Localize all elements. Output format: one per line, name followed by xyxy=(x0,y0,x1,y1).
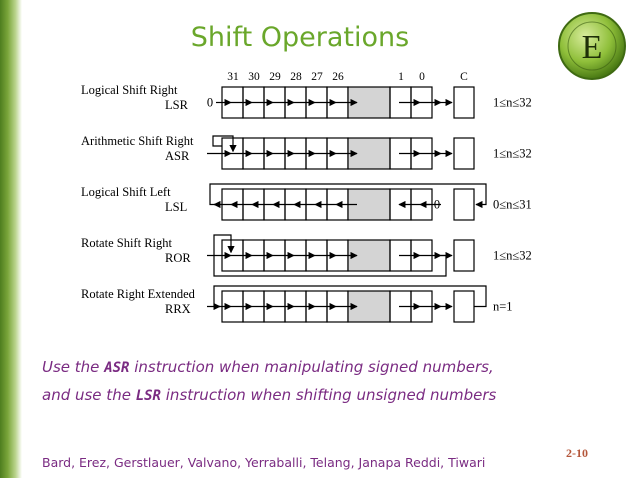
operation-mnemonic: LSR xyxy=(165,98,189,112)
operation-name: Rotate Shift Right xyxy=(81,236,173,250)
rrx-loop xyxy=(213,285,487,311)
operation-name: Logical Shift Left xyxy=(81,185,171,199)
carry-cell xyxy=(453,86,475,119)
bit-header: 30 xyxy=(248,71,260,83)
bit-header: 29 xyxy=(269,71,281,83)
carry-cell xyxy=(453,188,475,221)
shift-range: 1≤n≤32 xyxy=(493,96,532,110)
bit-header: 27 xyxy=(311,71,323,83)
bit-headers: 31 30 29 28 27 26 1 0 C xyxy=(227,71,468,83)
operation-name: Arithmetic Shift Right xyxy=(81,134,194,148)
bit-header: C xyxy=(460,71,468,83)
operation-mnemonic: LSL xyxy=(165,200,187,214)
input-zero: 0 xyxy=(207,96,213,110)
note-asr: Use the ASR instruction when manipulatin… xyxy=(42,358,494,376)
shift-row-rrx xyxy=(207,285,487,323)
shift-range: n=1 xyxy=(493,300,513,314)
operation-mnemonic: ASR xyxy=(165,149,190,163)
carry-cell xyxy=(453,290,475,323)
shift-row-lsr: 0 xyxy=(207,86,475,119)
operation-name: Logical Shift Right xyxy=(81,83,178,97)
shift-range: 0≤n≤31 xyxy=(493,198,532,212)
bit-header: 1 xyxy=(398,71,404,83)
shift-row-asr xyxy=(207,135,475,170)
bit-header: 0 xyxy=(419,71,425,83)
sign-extend-arrow xyxy=(212,135,237,153)
shift-row-lsl: 0 xyxy=(209,183,487,221)
carry-loop xyxy=(209,183,487,209)
input-zero: 0 xyxy=(434,198,440,212)
page-number: 2-10 xyxy=(566,446,588,460)
operation-name: Rotate Right Extended xyxy=(81,287,196,301)
rotate-loop xyxy=(213,234,447,277)
shift-range: 1≤n≤32 xyxy=(493,249,532,263)
logo-letter: E xyxy=(582,29,603,66)
left-accent-bar xyxy=(0,0,22,478)
bit-header: 26 xyxy=(332,71,344,83)
operation-mnemonic: ROR xyxy=(165,251,191,265)
shift-row-ror xyxy=(207,234,475,277)
elided-bits xyxy=(347,290,391,323)
note-lsr: and use the LSR instruction when shiftin… xyxy=(42,386,497,404)
carry-cell xyxy=(453,239,475,272)
e-logo: E xyxy=(558,12,626,80)
bit-header: 31 xyxy=(227,71,239,83)
slide-title: Shift Operations xyxy=(190,22,410,53)
footer-authors: Bard, Erez, Gerstlauer, Valvano, Yerraba… xyxy=(42,455,486,470)
bit-header: 28 xyxy=(290,71,302,83)
carry-cell xyxy=(453,137,475,170)
shift-range: 1≤n≤32 xyxy=(493,147,532,161)
operation-mnemonic: RRX xyxy=(165,302,191,316)
